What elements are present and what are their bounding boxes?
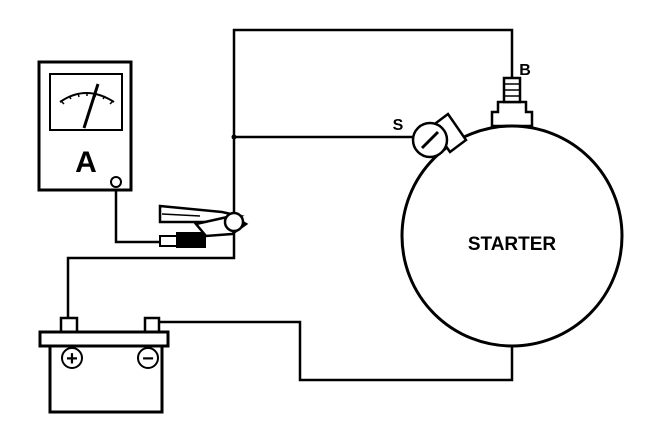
s-terminal-screw-slot: [420, 130, 440, 150]
clamp-pivot: [223, 211, 245, 233]
battery-positive-post: [59, 316, 79, 334]
alligator-clamp: [158, 204, 249, 238]
test-probe: [159, 232, 206, 248]
wire-battery-negative-to-starter: [152, 320, 514, 382]
terminal-b-label: B: [519, 62, 531, 79]
wire-junction-dot: [231, 134, 237, 140]
probe-handle: [176, 232, 206, 248]
wire-clamp-to-battery-positive: [66, 218, 236, 318]
starter-motor: STARTER B S: [393, 62, 624, 348]
ammeter-label: A: [75, 146, 97, 179]
battery-negative-symbol: −: [142, 348, 154, 370]
wiring: [66, 28, 514, 382]
ammeter-terminal: [110, 176, 122, 188]
battery-lid: [38, 330, 170, 348]
terminal-s-label: S: [393, 117, 404, 134]
battery-negative-marker: [137, 347, 159, 369]
wire-ammeter-to-probe: [114, 182, 160, 244]
clamp-grip-line: [161, 213, 201, 217]
wire-b-terminal-to-clamp: [232, 28, 514, 218]
ammeter-dial-window: [49, 73, 123, 131]
starter-label: STARTER: [468, 234, 557, 255]
battery-positive-symbol: +: [66, 348, 78, 370]
b-terminal-base: [490, 100, 534, 128]
ammeter: A: [37, 60, 133, 192]
b-terminal-threads: [504, 83, 520, 97]
battery: + −: [38, 316, 170, 414]
battery-negative-post: [143, 316, 161, 334]
battery-positive-marker: [61, 347, 83, 369]
ammeter-needle: [82, 83, 100, 129]
starter-housing: [400, 124, 624, 348]
